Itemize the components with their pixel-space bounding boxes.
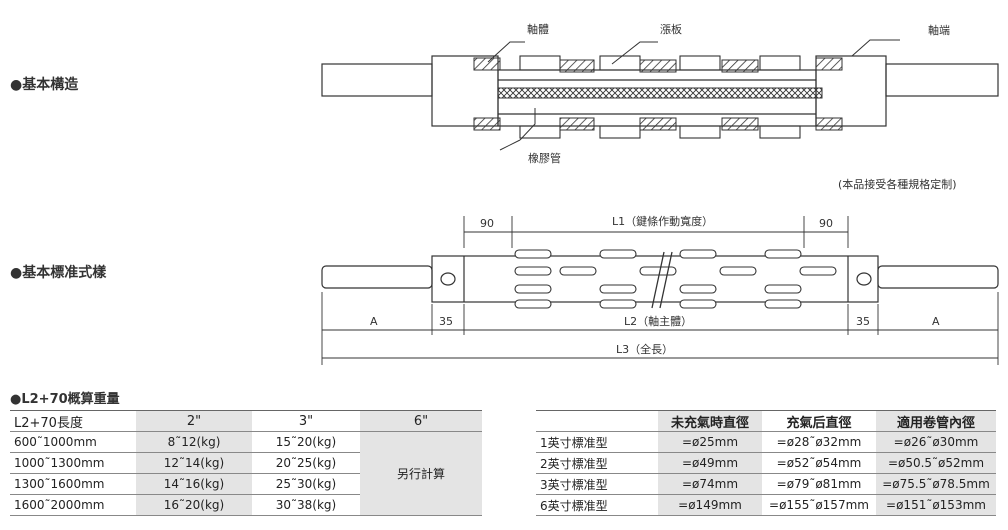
std-main-body <box>431 255 879 303</box>
specs-d3-cell: =ø75.5˜ø78.5mm <box>876 473 996 495</box>
right-shaft-stub <box>885 63 999 97</box>
table-row: 600˜1000mm 8˜12(kg) 15˜20(kg) 另行計算 <box>10 431 482 516</box>
top-hatch-left <box>473 57 501 71</box>
table-row: 1600˜2000mm 16˜20(kg) 30˜38(kg) <box>10 494 482 516</box>
weight-length-cell: 1600˜2000mm <box>10 494 136 516</box>
dim-90-right: 90 <box>819 217 833 230</box>
table-row: 6英寸標准型 =ø149mm =ø155˜ø157mm =ø151˜ø153mm <box>536 494 996 516</box>
specs-d2-cell: =ø28˜ø32mm <box>762 431 876 453</box>
weight-header-row: L2+70長度 2" 3" 6" <box>10 410 482 432</box>
weight-header-2in: 2" <box>136 410 252 432</box>
dim-a-left: A <box>370 315 378 328</box>
right-hole <box>856 272 872 286</box>
specs-d1-cell: =ø74mm <box>658 473 762 495</box>
table-row: 1000˜1300mm 12˜14(kg) 20˜25(kg) <box>10 452 482 474</box>
specs-d1-cell: =ø49mm <box>658 452 762 474</box>
weight-2in-cell: 12˜14(kg) <box>136 452 252 474</box>
left-shaft-stub <box>321 63 433 97</box>
weight-title: ●L2+70概算重量 <box>10 392 120 407</box>
table-row: 3英寸標准型 =ø74mm =ø79˜ø81mm =ø75.5˜ø78.5mm <box>536 473 996 495</box>
weight-2in-cell: 8˜12(kg) <box>136 431 252 453</box>
dim-90-left: 90 <box>480 217 494 230</box>
weight-table: L2+70長度 2" 3" 6" 600˜1000mm 8˜12(kg) 15˜… <box>10 410 482 516</box>
specs-type-cell: 6英寸標准型 <box>536 494 658 516</box>
weight-3in-cell: 30˜38(kg) <box>252 494 360 516</box>
specs-header-inflated: 充氣后直徑 <box>762 410 876 432</box>
weight-header-6in: 6" <box>360 410 482 432</box>
specs-type-cell: 3英寸標准型 <box>536 473 658 495</box>
weight-6in-merged: 另行計算 <box>360 431 482 516</box>
specs-header-core: 適用卷管內徑 <box>876 410 996 432</box>
standard-label: ●基本標准式樣 <box>10 265 107 281</box>
specs-header-uninflated: 未充氣時直徑 <box>658 410 762 432</box>
specs-d3-cell: =ø151˜ø153mm <box>876 494 996 516</box>
specs-d2-cell: =ø79˜ø81mm <box>762 473 876 495</box>
specs-d1-cell: =ø25mm <box>658 431 762 453</box>
specs-type-cell: 2英寸標准型 <box>536 452 658 474</box>
weight-length-cell: 600˜1000mm <box>10 431 136 453</box>
weight-length-cell: 1000˜1300mm <box>10 452 136 474</box>
specs-table: 未充氣時直徑 充氣后直徑 適用卷管內徑 1英寸標准型 =ø25mm =ø28˜ø… <box>536 410 996 516</box>
dim-35-right: 35 <box>856 315 870 328</box>
table-row: 1300˜1600mm 14˜16(kg) 25˜30(kg) <box>10 473 482 495</box>
part-rubber-tube: 橡膠管 <box>528 151 561 165</box>
dim-l2: L2（軸主體） <box>624 314 692 328</box>
specs-d3-cell: =ø26˜ø30mm <box>876 431 996 453</box>
dim-a-right: A <box>932 315 940 328</box>
weight-header-3in: 3" <box>252 410 360 432</box>
weight-length-cell: 1300˜1600mm <box>10 473 136 495</box>
top-hatch-right <box>815 57 843 71</box>
table-row: 1英寸標准型 =ø25mm =ø28˜ø32mm =ø26˜ø30mm <box>536 431 996 453</box>
specs-d2-cell: =ø52˜ø54mm <box>762 452 876 474</box>
dim-35-left: 35 <box>439 315 453 328</box>
structure-label: ●基本構造 <box>10 77 79 93</box>
rubber-tube <box>497 87 823 99</box>
specs-d1-cell: =ø149mm <box>658 494 762 516</box>
dim-l1: L1（鍵條作動寬度） <box>612 214 713 228</box>
left-hole <box>440 272 456 286</box>
specs-header-row: 未充氣時直徑 充氣后直徑 適用卷管內徑 <box>536 410 996 432</box>
weight-header-length: L2+70長度 <box>10 410 136 432</box>
customization-note: (本品接受各種規格定制) <box>838 178 957 191</box>
std-right-stub <box>877 265 999 289</box>
weight-2in-cell: 16˜20(kg) <box>136 494 252 516</box>
standard-diagram: 90 L1（鍵條作動寬度） 90 A 35 L2（軸主體） 35 A L3（全長… <box>321 214 999 365</box>
part-expansion-plate: 漲板 <box>660 22 682 36</box>
specs-d3-cell: =ø50.5˜ø52mm <box>876 452 996 474</box>
table-row: 2英寸標准型 =ø49mm =ø52˜ø54mm =ø50.5˜ø52mm <box>536 452 996 474</box>
part-shaft-body: 軸體 <box>527 22 549 36</box>
weight-3in-cell: 25˜30(kg) <box>252 473 360 495</box>
specs-d2-cell: =ø155˜ø157mm <box>762 494 876 516</box>
specs-header-type <box>536 410 658 432</box>
weight-3in-cell: 15˜20(kg) <box>252 431 360 453</box>
weight-3in-cell: 20˜25(kg) <box>252 452 360 474</box>
dim-l3: L3（全長） <box>616 342 673 356</box>
weight-2in-cell: 14˜16(kg) <box>136 473 252 495</box>
part-shaft-end: 軸端 <box>928 23 950 37</box>
std-left-stub <box>321 265 433 289</box>
specs-type-cell: 1英寸標准型 <box>536 431 658 453</box>
structure-diagram: 軸體 漲板 軸端 橡膠管 <box>321 22 999 165</box>
